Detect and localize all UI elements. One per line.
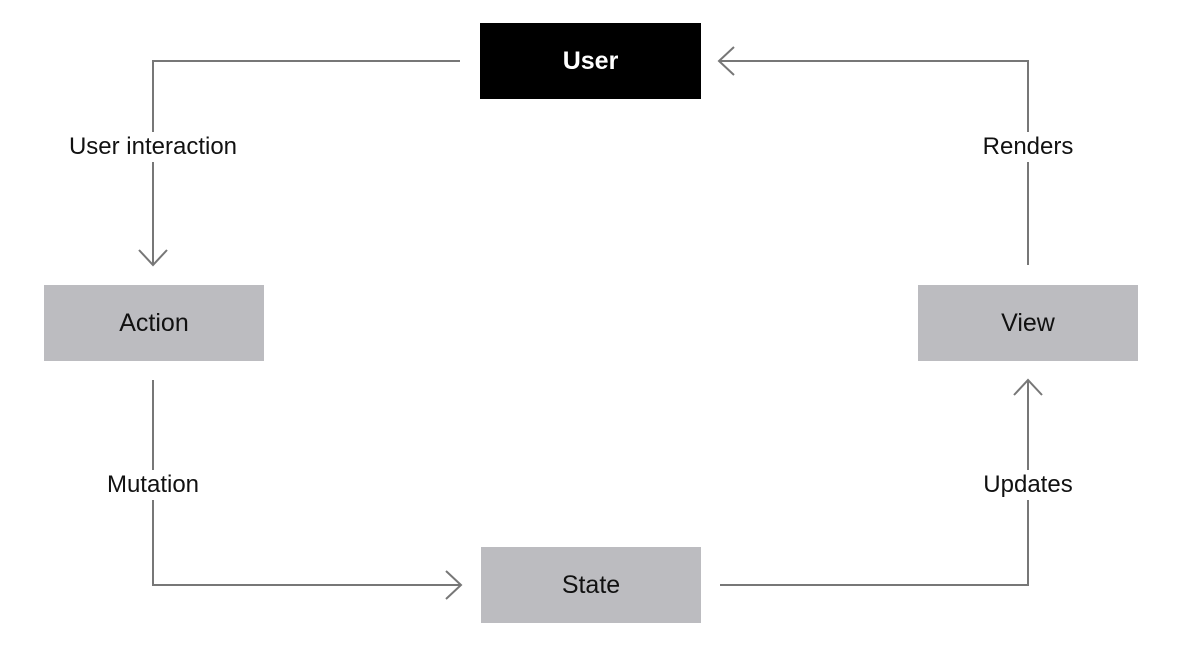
edge-label-mutation: Mutation (104, 470, 202, 500)
node-view: View (918, 285, 1138, 361)
arrowhead-up-icon (1013, 378, 1043, 396)
node-user: User (480, 23, 701, 99)
connector-state-to-view (720, 381, 1029, 586)
arrowhead-right-icon (445, 570, 463, 600)
node-state: State (481, 547, 701, 623)
arrowhead-down-icon (138, 249, 168, 267)
node-action: Action (44, 285, 264, 361)
edge-label-user-interaction: User interaction (66, 132, 240, 162)
arrowhead-left-icon (717, 46, 735, 76)
connector-action-to-state (152, 380, 460, 586)
connector-user-to-action (152, 60, 460, 265)
edge-label-renders: Renders (980, 132, 1076, 162)
connector-view-to-user (720, 60, 1029, 265)
edge-label-updates: Updates (981, 470, 1075, 500)
